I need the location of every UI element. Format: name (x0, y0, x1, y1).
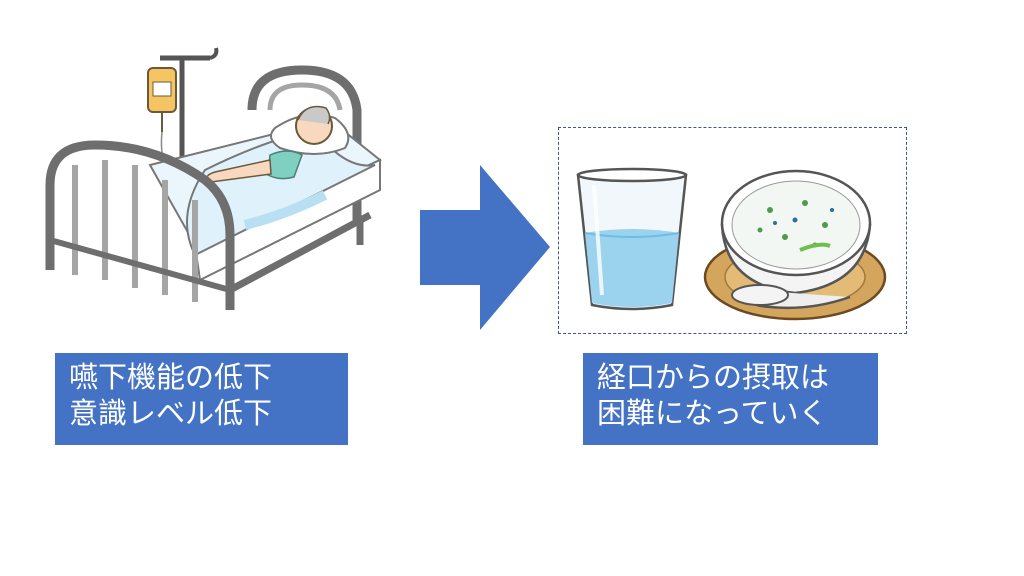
arrow-right-icon (420, 165, 550, 330)
swallowing-decline-label: 嚥下機能の低下 意識レベル低下 (55, 353, 348, 445)
hospital-bed-patient-icon (45, 47, 382, 310)
porridge-bowl-icon (703, 169, 887, 321)
label-line: 困難になっていく (597, 396, 828, 430)
label-line: 嚥下機能の低下 (69, 360, 273, 394)
oral-intake-difficulty-label: 経口からの摂取は 困難になっていく (583, 353, 878, 445)
water-glass-icon (576, 167, 688, 311)
label-line: 経口からの摂取は (597, 360, 830, 394)
oral-intake-frame (558, 127, 907, 334)
label-line: 意識レベル低下 (69, 396, 273, 430)
